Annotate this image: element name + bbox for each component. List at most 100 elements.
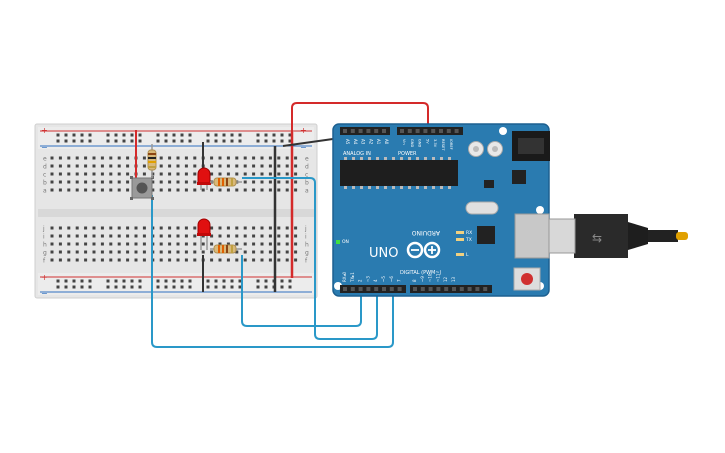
arduino-uno-board[interactable]: UNO ARDUINO ANALOG IN POWER DIGITAL (PWM… xyxy=(332,123,550,297)
header-pin[interactable] xyxy=(343,129,347,133)
breadboard-hole[interactable] xyxy=(184,226,188,230)
breadboard-hole[interactable] xyxy=(277,258,281,262)
breadboard-hole[interactable] xyxy=(92,180,96,184)
rail-hole[interactable] xyxy=(72,279,76,283)
breadboard-hole[interactable] xyxy=(159,234,163,238)
breadboard-hole[interactable] xyxy=(235,226,239,230)
breadboard-hole[interactable] xyxy=(294,172,298,176)
breadboard-hole[interactable] xyxy=(92,226,96,230)
wire-button-signal[interactable] xyxy=(151,195,394,348)
breadboard-hole[interactable] xyxy=(151,172,155,176)
breadboard-hole[interactable] xyxy=(243,164,247,168)
rail-hole[interactable] xyxy=(130,279,134,283)
rail-hole[interactable] xyxy=(206,133,210,137)
breadboard-hole[interactable] xyxy=(277,172,281,176)
breadboard-hole[interactable] xyxy=(142,258,146,262)
header-pin[interactable] xyxy=(374,129,379,133)
rail-hole[interactable] xyxy=(214,285,218,289)
rail-hole[interactable] xyxy=(130,133,134,137)
breadboard-hole[interactable] xyxy=(176,242,180,246)
breadboard-hole[interactable] xyxy=(243,188,247,192)
breadboard-hole[interactable] xyxy=(268,172,272,176)
breadboard-hole[interactable] xyxy=(277,226,281,230)
breadboard-hole[interactable] xyxy=(294,180,298,184)
breadboard-hole[interactable] xyxy=(260,180,264,184)
rail-hole[interactable] xyxy=(64,133,68,137)
breadboard-hole[interactable] xyxy=(58,164,62,168)
digital-header-high[interactable] xyxy=(410,285,492,293)
rail-hole[interactable] xyxy=(88,139,92,143)
breadboard-hole[interactable] xyxy=(159,180,163,184)
rail-hole[interactable] xyxy=(156,279,160,283)
breadboard-hole[interactable] xyxy=(176,180,180,184)
breadboard-hole[interactable] xyxy=(84,172,88,176)
breadboard-hole[interactable] xyxy=(243,156,247,160)
breadboard-hole[interactable] xyxy=(100,234,104,238)
breadboard-hole[interactable] xyxy=(277,250,281,254)
wire-led2-signal[interactable] xyxy=(241,255,362,327)
rail-hole[interactable] xyxy=(172,279,176,283)
breadboard-hole[interactable] xyxy=(176,258,180,262)
rail-hole[interactable] xyxy=(64,139,68,143)
breadboard-hole[interactable] xyxy=(75,226,79,230)
breadboard-hole[interactable] xyxy=(84,156,88,160)
breadboard-hole[interactable] xyxy=(260,188,264,192)
breadboard-hole[interactable] xyxy=(50,234,54,238)
breadboard-hole[interactable] xyxy=(285,188,289,192)
breadboard-hole[interactable] xyxy=(252,250,256,254)
rail-hole[interactable] xyxy=(138,133,142,137)
rail-hole[interactable] xyxy=(106,139,110,143)
breadboard-hole[interactable] xyxy=(184,250,188,254)
breadboard-hole[interactable] xyxy=(168,258,172,262)
breadboard-hole[interactable] xyxy=(218,172,222,176)
rail-hole[interactable] xyxy=(222,133,226,137)
breadboard-hole[interactable] xyxy=(109,226,113,230)
rail-hole[interactable] xyxy=(122,285,126,289)
breadboard-hole[interactable] xyxy=(277,180,281,184)
breadboard-hole[interactable] xyxy=(75,242,79,246)
header-pin[interactable] xyxy=(407,129,412,133)
header-pin[interactable] xyxy=(475,287,480,291)
rail-hole[interactable] xyxy=(264,279,268,283)
breadboard-hole[interactable] xyxy=(243,242,247,246)
rail-hole[interactable] xyxy=(106,279,110,283)
rail-hole[interactable] xyxy=(230,139,234,143)
breadboard-hole[interactable] xyxy=(84,188,88,192)
breadboard-hole[interactable] xyxy=(134,226,138,230)
breadboard-hole[interactable] xyxy=(193,234,197,238)
breadboard-hole[interactable] xyxy=(100,180,104,184)
breadboard-hole[interactable] xyxy=(134,234,138,238)
breadboard-hole[interactable] xyxy=(117,242,121,246)
breadboard-hole[interactable] xyxy=(92,164,96,168)
header-pin[interactable] xyxy=(400,129,404,133)
rail-hole[interactable] xyxy=(214,279,218,283)
breadboard-hole[interactable] xyxy=(285,164,289,168)
breadboard-hole[interactable] xyxy=(168,234,172,238)
wire-5v-red[interactable] xyxy=(291,102,429,132)
breadboard-hole[interactable] xyxy=(294,156,298,160)
breadboard-hole[interactable] xyxy=(58,258,62,262)
breadboard-hole[interactable] xyxy=(84,180,88,184)
header-pin[interactable] xyxy=(382,287,386,291)
breadboard-hole[interactable] xyxy=(126,242,130,246)
breadboard-hole[interactable] xyxy=(117,164,121,168)
breadboard-hole[interactable] xyxy=(109,172,113,176)
breadboard-hole[interactable] xyxy=(75,188,79,192)
breadboard-hole[interactable] xyxy=(252,242,256,246)
pushbutton[interactable] xyxy=(130,176,154,200)
breadboard-hole[interactable] xyxy=(176,172,180,176)
reset-button-cap[interactable] xyxy=(521,273,533,285)
breadboard-hole[interactable] xyxy=(58,250,62,254)
breadboard-hole[interactable] xyxy=(235,250,239,254)
breadboard-hole[interactable] xyxy=(92,188,96,192)
breadboard-hole[interactable] xyxy=(268,258,272,262)
rail-hole[interactable] xyxy=(164,133,168,137)
breadboard-hole[interactable] xyxy=(176,234,180,238)
breadboard-hole[interactable] xyxy=(294,234,298,238)
rail-hole[interactable] xyxy=(288,279,292,283)
breadboard-hole[interactable] xyxy=(159,250,163,254)
breadboard-hole[interactable] xyxy=(100,156,104,160)
rail-hole[interactable] xyxy=(288,133,292,137)
rail-hole[interactable] xyxy=(180,279,184,283)
breadboard-hole[interactable] xyxy=(67,226,71,230)
